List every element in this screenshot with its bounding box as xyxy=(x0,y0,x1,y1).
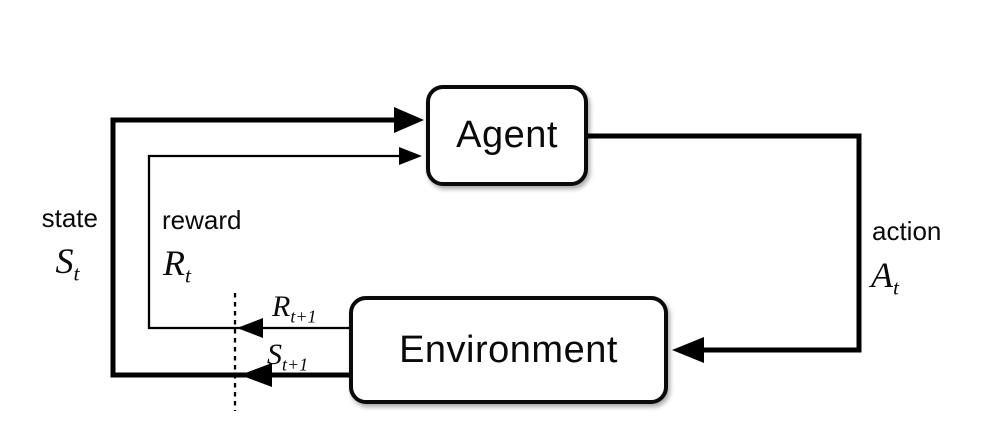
state-arrowhead xyxy=(394,107,424,133)
next-reward-symbol-subscript: t+1 xyxy=(290,306,317,327)
action-arrowhead xyxy=(672,337,704,363)
action-line xyxy=(586,133,862,353)
action-symbol-label: At xyxy=(871,255,899,298)
action-word-label: action xyxy=(872,216,942,246)
agent-label: Agent xyxy=(456,114,558,156)
state-symbol-label: St xyxy=(40,241,95,284)
environment-box: Environment xyxy=(349,296,668,404)
state-line xyxy=(110,117,396,378)
state-word-label: state xyxy=(41,203,98,233)
state-boundary-arrowhead xyxy=(240,363,272,387)
next-reward-symbol-label: Rt+1 xyxy=(272,290,316,326)
reward-arrowhead xyxy=(399,147,422,165)
action-symbol-base: A xyxy=(871,255,893,295)
reward-word-label: reward xyxy=(162,205,242,235)
reward-symbol-label: Rt xyxy=(163,243,191,286)
next-state-symbol-base: S xyxy=(267,338,282,371)
next-reward-symbol-base: R xyxy=(272,290,291,323)
action-symbol-subscript: t xyxy=(893,275,899,300)
agent-box: Agent xyxy=(426,85,588,186)
reward-symbol-subscript: t xyxy=(185,263,191,288)
environment-label: Environment xyxy=(399,328,618,371)
next-state-symbol-subscript: t+1 xyxy=(282,354,309,375)
reward-symbol-base: R xyxy=(163,243,185,283)
reward-boundary-arrowhead xyxy=(237,318,263,338)
state-symbol-base: S xyxy=(55,241,74,281)
state-symbol-subscript: t xyxy=(73,261,80,286)
next-state-symbol-label: St+1 xyxy=(267,338,308,374)
